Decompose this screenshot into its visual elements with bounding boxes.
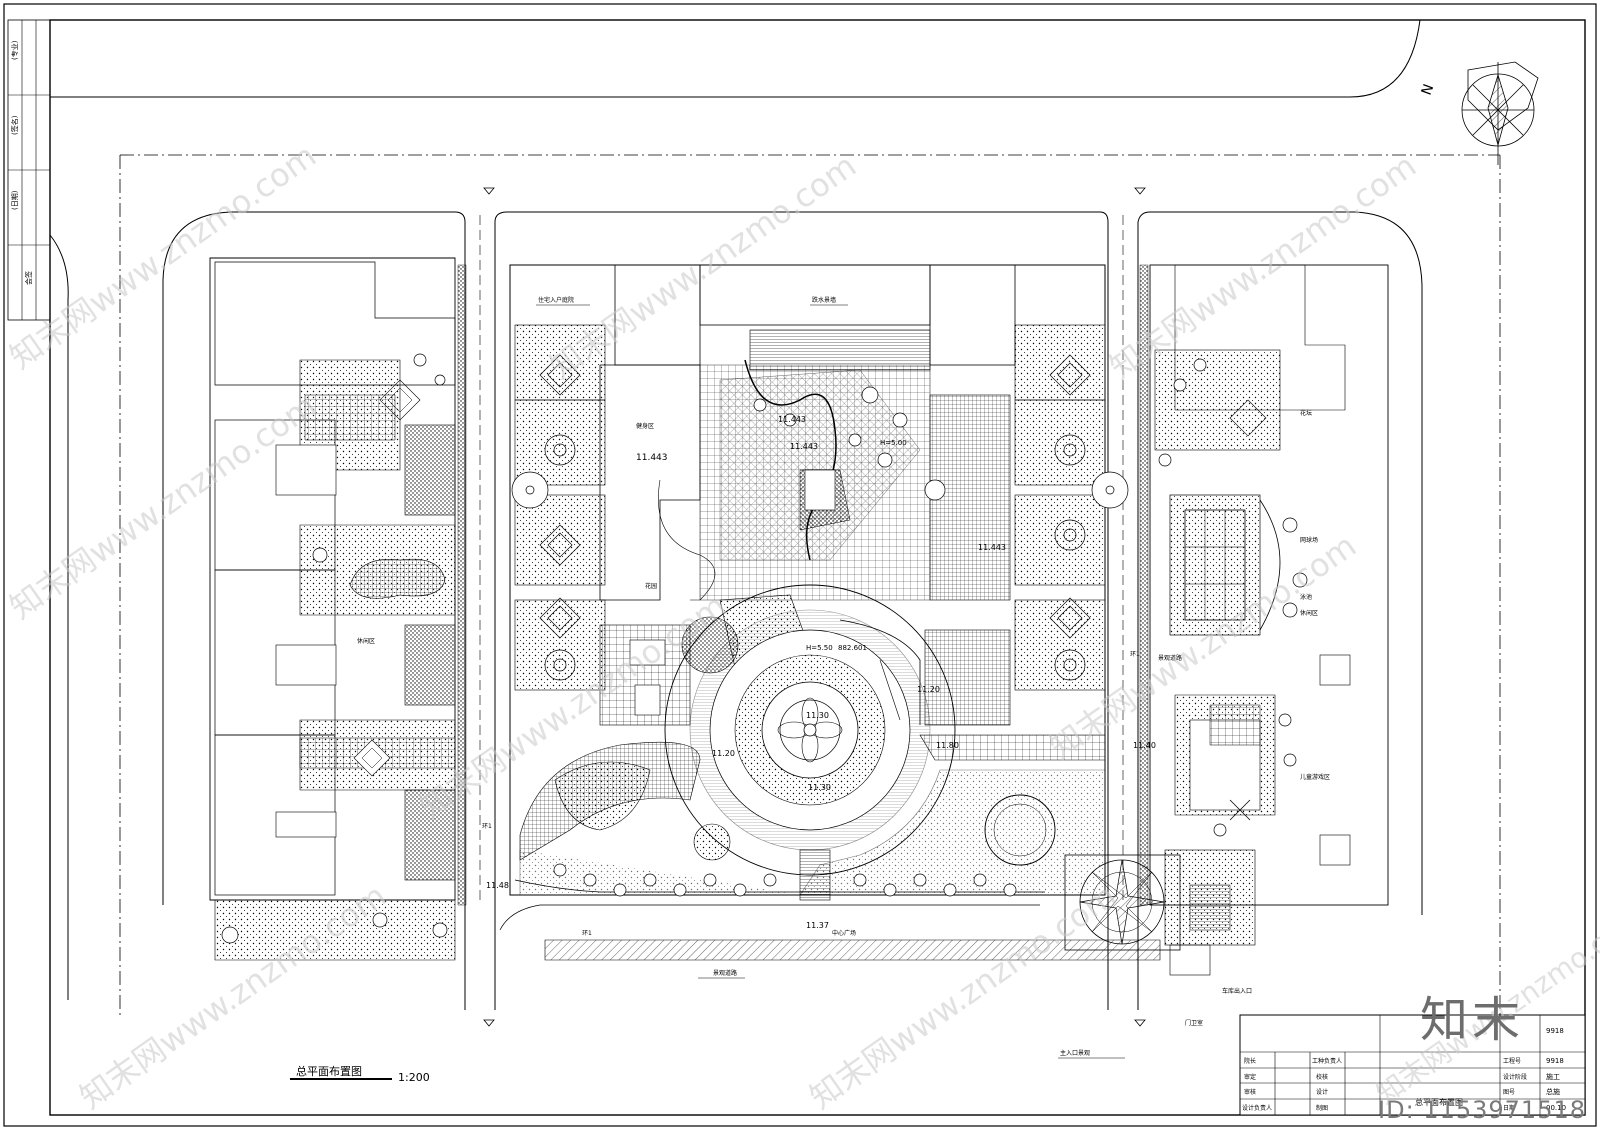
label-parking-entrance: 车库出入口 <box>1222 987 1252 995</box>
countersign-strip: (专业) (签名) (日期) 会签 <box>7 19 51 321</box>
title-row-label: 设计负责人 <box>1242 1104 1272 1112</box>
central-plaza <box>664 584 956 876</box>
title-row-label: 制图 <box>1316 1104 1328 1112</box>
left-residential-zone <box>209 257 467 961</box>
drawing-title-text: 总平面布置图 <box>296 1064 362 1078</box>
title-row-label: 校核 <box>1316 1073 1328 1081</box>
strip-label-major: (专业) <box>10 40 19 60</box>
title-row-label: 设计 <box>1316 1088 1328 1096</box>
label-main-entrance: 主入口景观 <box>1060 1049 1090 1057</box>
label-mark-height-a: H=5.50 <box>806 644 833 652</box>
label-pool: 泳池 <box>1300 593 1312 601</box>
roads <box>49 19 1501 1015</box>
elevation-label: 11.20 <box>712 749 735 758</box>
title-block: 院长 审定 审核 设计负责人 工种负责人 校核 设计 制图 总平面布置图 工程号… <box>1239 1014 1586 1116</box>
label-flower-bed: 花坛 <box>1300 409 1312 417</box>
label-left-leisure: 休闲区 <box>357 637 375 645</box>
label-landscape-road: 景观道路 <box>1158 654 1182 662</box>
drawing-title: 总平面布置图 1:200 <box>290 1064 430 1084</box>
title-project-no: 9918 <box>1546 1027 1564 1035</box>
title-right-value: 总施 <box>1546 1087 1560 1096</box>
elevation-label: 11.30 <box>806 711 829 720</box>
title-drawing-name: 总平面布置图 <box>1415 1097 1463 1107</box>
label-children-area: 儿童游戏区 <box>1300 773 1330 781</box>
title-row-label: 工种负责人 <box>1312 1057 1342 1065</box>
title-right-label: 图号 <box>1503 1089 1515 1096</box>
label-mark-number: 882.601 <box>838 644 867 652</box>
title-right-label: 设计阶段 <box>1503 1073 1527 1081</box>
label-side-path-left: 环1 <box>482 823 492 830</box>
elevation-label: 11.443 <box>778 415 806 424</box>
watermark-logo: 知末 <box>1420 992 1525 1048</box>
north-arrow-icon <box>1461 61 1539 165</box>
label-guard: 门卫室 <box>1185 1019 1203 1027</box>
elevation-label: 11.30 <box>808 783 831 792</box>
label-side-path: 环1 <box>1130 651 1140 658</box>
title-right-value: 00.10 <box>1546 1104 1566 1112</box>
label-feature-wall: 跌水景墙 <box>812 296 836 304</box>
title-row-label: 审定 <box>1244 1073 1256 1081</box>
title-row-label: 院长 <box>1244 1057 1256 1065</box>
annotation-labels: 住宅入户庭院 跌水景墙 健身区 花园 网球场 儿童游戏区 泳池 花坛 休闲区 环… <box>357 296 1330 1059</box>
title-right-label: 工程号 <box>1503 1057 1521 1065</box>
trees <box>221 353 1308 944</box>
label-fitness: 健身区 <box>636 422 654 430</box>
elevation-label: 11.40 <box>1133 741 1156 750</box>
watermark-id: ID: 1153971518 <box>1378 1096 1586 1124</box>
strip-label-title: 会签 <box>24 271 33 285</box>
garden-diamonds <box>539 354 1091 681</box>
title-right-label: 日期 <box>1503 1104 1515 1112</box>
title-right-value: 施工 <box>1546 1072 1560 1081</box>
label-tennis: 网球场 <box>1300 536 1318 544</box>
elevation-label: 11.80 <box>936 741 959 750</box>
watermark-text: 知末网www.znzmo.com <box>803 876 1123 1116</box>
label-side-path-bottom: 环1 <box>582 930 592 937</box>
label-leisure: 休闲区 <box>1300 609 1318 617</box>
title-row-label: 审核 <box>1244 1088 1256 1096</box>
elevation-label: 11.37 <box>806 921 829 930</box>
right-zone <box>1139 264 1389 976</box>
label-mark-height-b: H=5.00 <box>880 439 907 447</box>
elevation-label: 11.443 <box>790 442 818 451</box>
drawing-scale: 1:200 <box>398 1071 430 1084</box>
road-arrows <box>483 187 1146 1027</box>
label-central-plaza: 中心广场 <box>832 929 856 937</box>
elevation-labels: 11.443 11.443 11.443 11.443 11.20 11.30 … <box>486 415 1156 930</box>
elevation-label: 11.48 <box>486 881 509 890</box>
title-right-value: 9918 <box>1546 1057 1564 1065</box>
label-landscape-road-bottom: 景观道路 <box>713 969 737 977</box>
label-garden: 花园 <box>645 582 657 590</box>
strip-label-date: (日期) <box>11 190 19 210</box>
elevation-label: 11.443 <box>636 453 668 463</box>
elevation-label: 11.20 <box>917 685 940 694</box>
strip-label-sign: (签名) <box>10 115 19 135</box>
label-entrance-court: 住宅入户庭院 <box>538 296 574 304</box>
central-zone <box>499 264 1161 961</box>
north-label: N <box>1419 82 1438 97</box>
elevation-label: 11.443 <box>978 543 1006 552</box>
